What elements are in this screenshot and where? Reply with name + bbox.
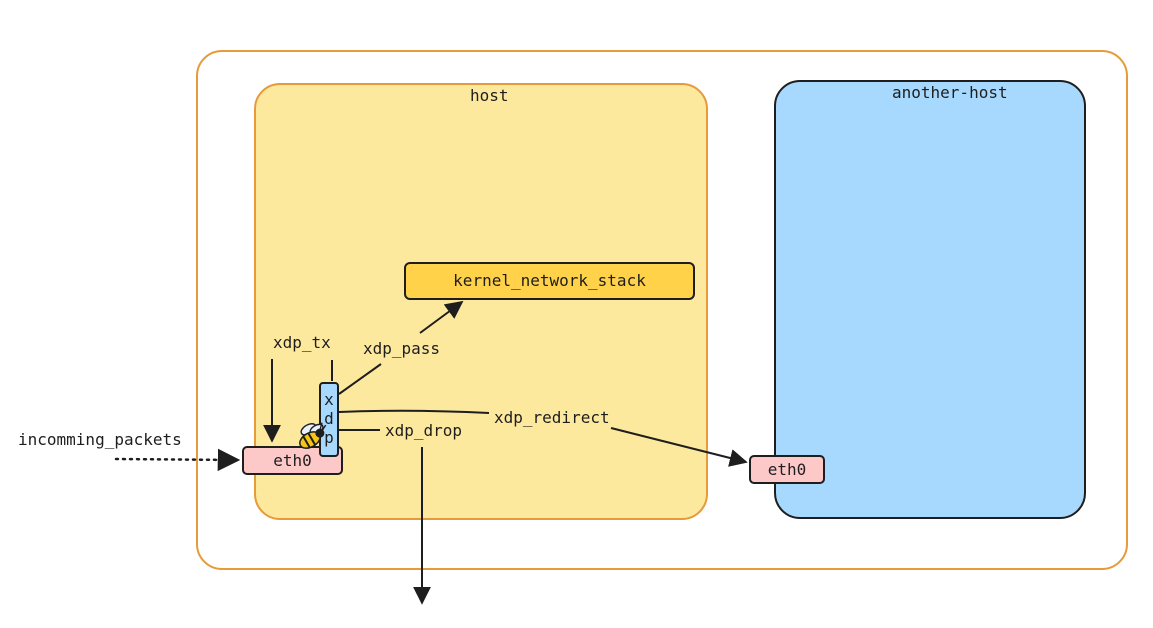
xdp-pass-arrow (419, 300, 464, 334)
xdp-redirect-arrow (610, 427, 748, 467)
another-host-container (774, 80, 1086, 519)
xdp-drop-label: xdp_drop (385, 421, 463, 440)
xdp-letter-p: p (324, 428, 334, 447)
xdp-tx-label: xdp_tx (273, 333, 331, 352)
incoming-packets-label: incomming_packets (18, 430, 182, 449)
eth0-host-label: eth0 (273, 450, 312, 470)
xdp-letter-x: x (324, 390, 334, 409)
kernel-network-stack-box: kernel_network_stack (404, 262, 695, 300)
host-label: host (470, 86, 509, 105)
another-host-label: another-host (892, 83, 1008, 102)
eth0-another-host-box: eth0 (749, 455, 825, 484)
xdp-pass-connector (338, 363, 382, 395)
kernel-network-stack-label: kernel_network_stack (453, 271, 646, 290)
xdp-box: x d p (319, 382, 339, 457)
xdp-redirect-connector (338, 409, 490, 414)
xdp-redirect-label: xdp_redirect (494, 408, 610, 427)
eth0-another-host-label: eth0 (767, 459, 807, 479)
incoming-packets-arrow (114, 448, 241, 472)
xdp-letter-d: d (324, 409, 334, 428)
xdp-pass-label: xdp_pass (363, 339, 441, 358)
